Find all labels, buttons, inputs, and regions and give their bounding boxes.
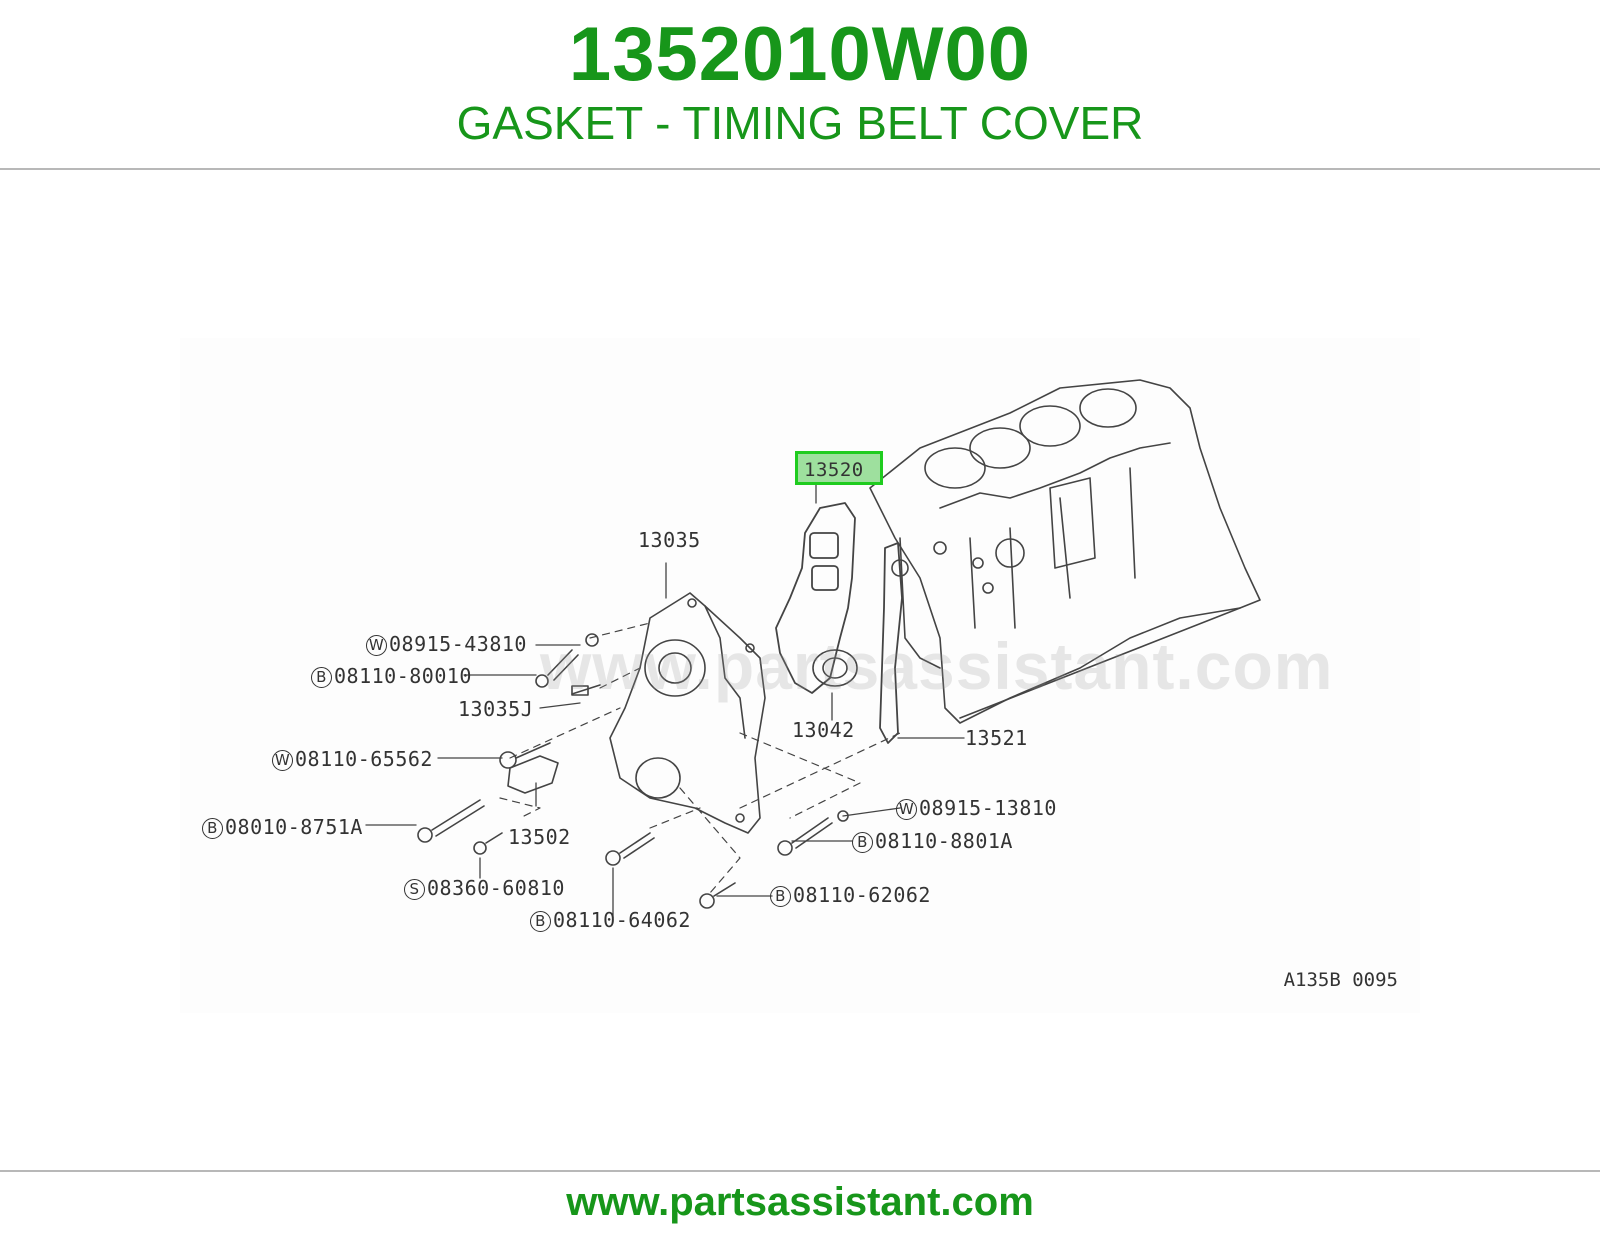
bolt-marker-icon: B <box>530 911 551 932</box>
figure-id: A135B 0095 <box>1283 969 1398 991</box>
page-header: 1352010W00 GASKET - TIMING BELT COVER <box>0 0 1600 168</box>
part-number-label: 08110-64062 <box>553 908 691 932</box>
guide-lines <box>499 622 901 894</box>
part-number-label: 08360-60810 <box>427 876 565 900</box>
washer-marker-icon: W <box>896 799 917 820</box>
part-number-label: 08110-62062 <box>793 883 931 907</box>
header-divider <box>0 168 1600 170</box>
callout-13521: 13521 <box>965 726 1028 750</box>
part-number-label: 08010-8751A <box>225 815 363 839</box>
leader-lines <box>365 477 965 919</box>
part-name: GASKET - TIMING BELT COVER <box>456 97 1144 149</box>
bolt-marker-icon: B <box>311 667 332 688</box>
washer-marker-icon: W <box>366 635 387 656</box>
footer-url[interactable]: www.partsassistant.com <box>566 1180 1034 1224</box>
part-number: 1352010W00 <box>568 12 1032 97</box>
highlighted-callout-13520[interactable]: 13520 <box>795 451 883 485</box>
highlighted-callout-label: 13520 <box>804 459 864 481</box>
part-number-label: 08915-43810 <box>389 632 527 656</box>
exploded-view-drawing <box>365 379 1261 919</box>
front-cover-13035-drawing <box>609 592 766 834</box>
watermark: www.partsassistant.com <box>540 629 1334 703</box>
callout-13035j: 13035J <box>458 697 534 721</box>
gasket-13520-drawing <box>775 502 903 744</box>
callout-13042: 13042 <box>792 718 855 742</box>
part-number-label: 08915-13810 <box>919 796 1057 820</box>
part-number-label: 08110-80010 <box>334 664 472 688</box>
oil-seal-13042-drawing <box>812 649 858 687</box>
callout-13502: 13502 <box>508 825 571 849</box>
bolt-marker-icon: B <box>770 886 791 907</box>
bolt-marker-icon: B <box>202 818 223 839</box>
callout-13035: 13035 <box>638 528 701 552</box>
part-number-label: 08110-8801A <box>875 829 1013 853</box>
washer-marker-icon: W <box>272 750 293 771</box>
screw-marker-icon: S <box>404 879 425 900</box>
bolts-drawing <box>417 633 849 909</box>
bracket-13502-drawing <box>507 755 559 794</box>
part-number-label: 08110-65562 <box>295 747 433 771</box>
footer-divider <box>0 1170 1600 1172</box>
bolt-marker-icon: B <box>852 832 873 853</box>
parts-diagram: www.partsassistant.com 13520 13035 13035… <box>180 338 1420 1013</box>
